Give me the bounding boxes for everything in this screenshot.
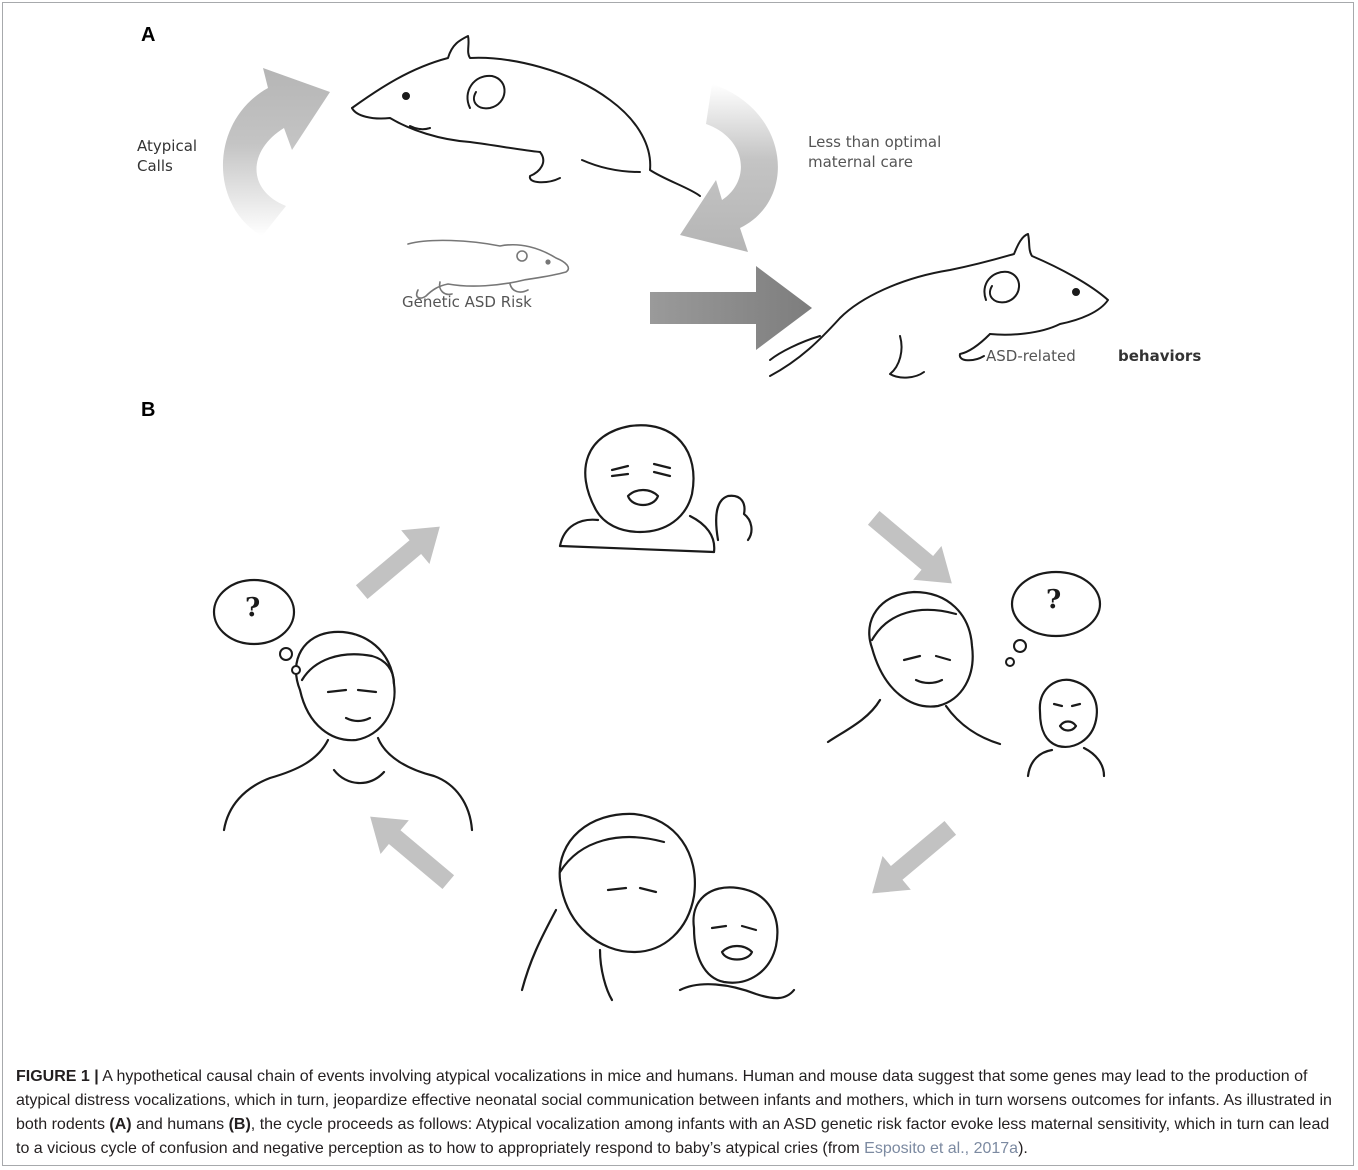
label-less-than-optimal: Less than optimal maternal care [808, 133, 942, 171]
figure-caption: FIGURE 1 | A hypothetical causal chain o… [16, 1065, 1342, 1161]
caption-text-1: A hypothetical causal chain of events in… [16, 1068, 1332, 1133]
mouse-top [351, 35, 701, 197]
caption-text-4: ). [1018, 1140, 1028, 1157]
crying-baby-top [558, 424, 753, 554]
label-behaviors: behaviors [1118, 347, 1202, 365]
arrow-lower-right [872, 820, 957, 894]
panel-label-a: A [141, 24, 156, 46]
question-mark-right: ? [1046, 585, 1062, 615]
label-atypical-calls: Atypical Calls [137, 137, 198, 175]
thought-bubble-left [212, 578, 301, 675]
arrow-lower-left [370, 816, 455, 890]
figure-artwork [212, 35, 1109, 1002]
mouse-small-genetic [407, 239, 570, 299]
label-genetic-asd-risk: Genetic ASD Risk [402, 293, 532, 311]
caption-ref-b: (B) [228, 1116, 251, 1133]
label-asd-related: ASD-related [986, 347, 1076, 365]
caption-ref-a: (A) [109, 1116, 132, 1133]
citation-link[interactable]: Esposito et al., 2017a [864, 1140, 1019, 1157]
mother-left [222, 630, 474, 832]
thought-bubble-right [1005, 570, 1102, 667]
mother-bottom-with-baby [520, 812, 796, 1002]
curved-arrow-right [680, 84, 778, 252]
curved-arrow-left [222, 68, 330, 236]
big-arrow-right [650, 266, 812, 350]
figure-number: FIGURE 1 | [16, 1068, 99, 1085]
caption-text-3: , the cycle proceeds as follows: Atypica… [16, 1116, 1330, 1157]
question-mark-left: ? [245, 593, 261, 623]
arrow-upper-right [867, 510, 952, 584]
arrow-upper-left [355, 526, 440, 600]
cycle-arrows [355, 510, 957, 894]
mouse-bottom [769, 233, 1109, 379]
panel-label-b: B [141, 399, 156, 421]
mother-right-with-baby [826, 590, 1106, 778]
caption-text-2: and humans [131, 1116, 229, 1133]
